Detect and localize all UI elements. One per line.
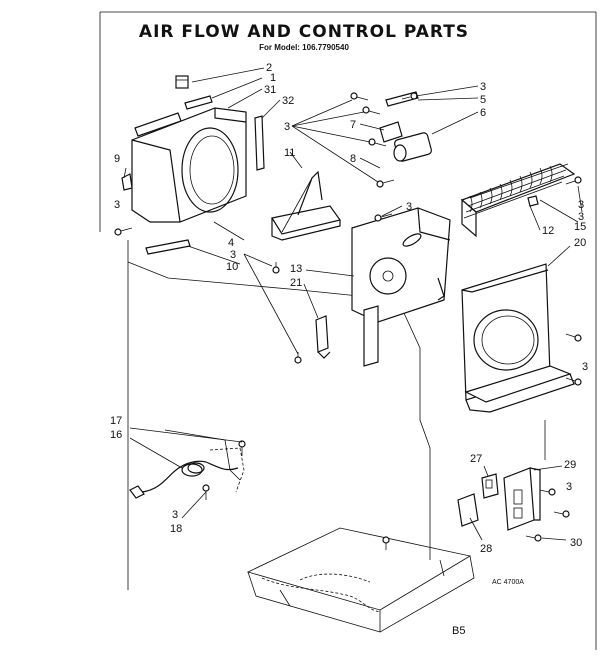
part-32-strip bbox=[254, 115, 265, 171]
screw-icon bbox=[565, 333, 582, 342]
callout-32: 32 bbox=[282, 95, 294, 107]
callout-7: 7 bbox=[350, 119, 356, 131]
screw-icon bbox=[565, 176, 582, 185]
callout-28: 28 bbox=[480, 543, 492, 555]
screw-icon bbox=[539, 488, 556, 496]
part-29-control-bracket bbox=[503, 467, 541, 531]
callout-3-right: 3 bbox=[578, 199, 584, 211]
callout-3-group: 3 bbox=[284, 121, 290, 133]
callout-3-plate: 3 bbox=[406, 201, 412, 213]
page-border bbox=[99, 11, 597, 650]
part-13-motor-mount bbox=[351, 207, 451, 367]
part-15-block bbox=[527, 195, 539, 207]
part-11-bracket bbox=[271, 170, 342, 241]
callout-3-right2: 3 bbox=[578, 211, 584, 223]
callout-3-switch: 3 bbox=[566, 481, 572, 493]
callout-1: 1 bbox=[270, 72, 276, 84]
callout-3-left: 3 bbox=[114, 199, 120, 211]
part-2-cube bbox=[175, 75, 189, 89]
screw-icon bbox=[525, 534, 542, 542]
part-7-clamp bbox=[379, 121, 403, 143]
callout-13: 13 bbox=[290, 263, 302, 275]
screw-icon bbox=[374, 213, 393, 222]
leader-lines bbox=[123, 67, 583, 541]
callout-11: 11 bbox=[284, 147, 295, 159]
callout-29: 29 bbox=[564, 459, 576, 471]
callout-16: 16 bbox=[110, 429, 122, 441]
screw-icon bbox=[350, 92, 369, 101]
callout-17: 17 bbox=[110, 415, 122, 427]
base-pan bbox=[246, 527, 475, 633]
callout-3-cord: 3 bbox=[172, 509, 178, 521]
callout-3-mid: 3 bbox=[230, 249, 236, 261]
callout-8: 8 bbox=[350, 153, 356, 165]
callout-9: 9 bbox=[114, 153, 120, 165]
callout-15: 15 bbox=[574, 221, 586, 233]
footer-code: AC 4700A bbox=[492, 579, 524, 586]
screw-icon bbox=[362, 106, 381, 115]
part-10-strip bbox=[145, 239, 191, 255]
callout-21: 21 bbox=[290, 277, 302, 289]
screw-icon bbox=[553, 510, 570, 518]
callout-10: 10 bbox=[226, 261, 238, 273]
callout-20: 20 bbox=[574, 237, 586, 249]
part-9-clip bbox=[121, 173, 133, 191]
part-16-power-cord bbox=[129, 447, 245, 499]
part-4-shroud-panel bbox=[131, 107, 247, 223]
screw-icon bbox=[565, 377, 582, 386]
callout-30: 30 bbox=[570, 537, 582, 549]
screw-icon bbox=[202, 484, 210, 500]
page-mark: B5 bbox=[452, 625, 465, 637]
callout-31: 31 bbox=[264, 84, 276, 96]
callout-2: 2 bbox=[266, 62, 272, 74]
part-21-clip bbox=[315, 315, 331, 359]
model-subtitle: For Model: 106.7790540 bbox=[259, 43, 349, 52]
screw-icon bbox=[376, 179, 395, 188]
screw-icon bbox=[382, 536, 390, 550]
callout-4: 4 bbox=[228, 237, 234, 249]
callout-18: 18 bbox=[170, 523, 182, 535]
diagram-title: AIR FLOW AND CONTROL PARTS bbox=[138, 22, 470, 42]
callout-12: 12 bbox=[542, 225, 554, 237]
callout-3-frame: 3 bbox=[582, 361, 588, 373]
callout-labels: 2 1 31 32 9 3 11 4 3 10 3 7 8 3 5 6 3 13… bbox=[110, 62, 588, 555]
screw-icon bbox=[114, 227, 133, 236]
callout-5: 5 bbox=[480, 94, 486, 106]
part-28-plate bbox=[457, 493, 479, 527]
part-12-coil bbox=[460, 163, 576, 238]
callout-6: 6 bbox=[480, 107, 486, 119]
part-6-capacitor bbox=[393, 132, 432, 162]
part-1-seal bbox=[184, 95, 213, 110]
screw-icon bbox=[238, 440, 246, 456]
screw-icon bbox=[294, 352, 302, 364]
screw-icon bbox=[272, 262, 280, 274]
part-27-switch bbox=[481, 473, 499, 499]
callout-27: 27 bbox=[470, 453, 482, 465]
callout-3-top: 3 bbox=[480, 81, 486, 93]
part-20-frame bbox=[461, 263, 575, 413]
